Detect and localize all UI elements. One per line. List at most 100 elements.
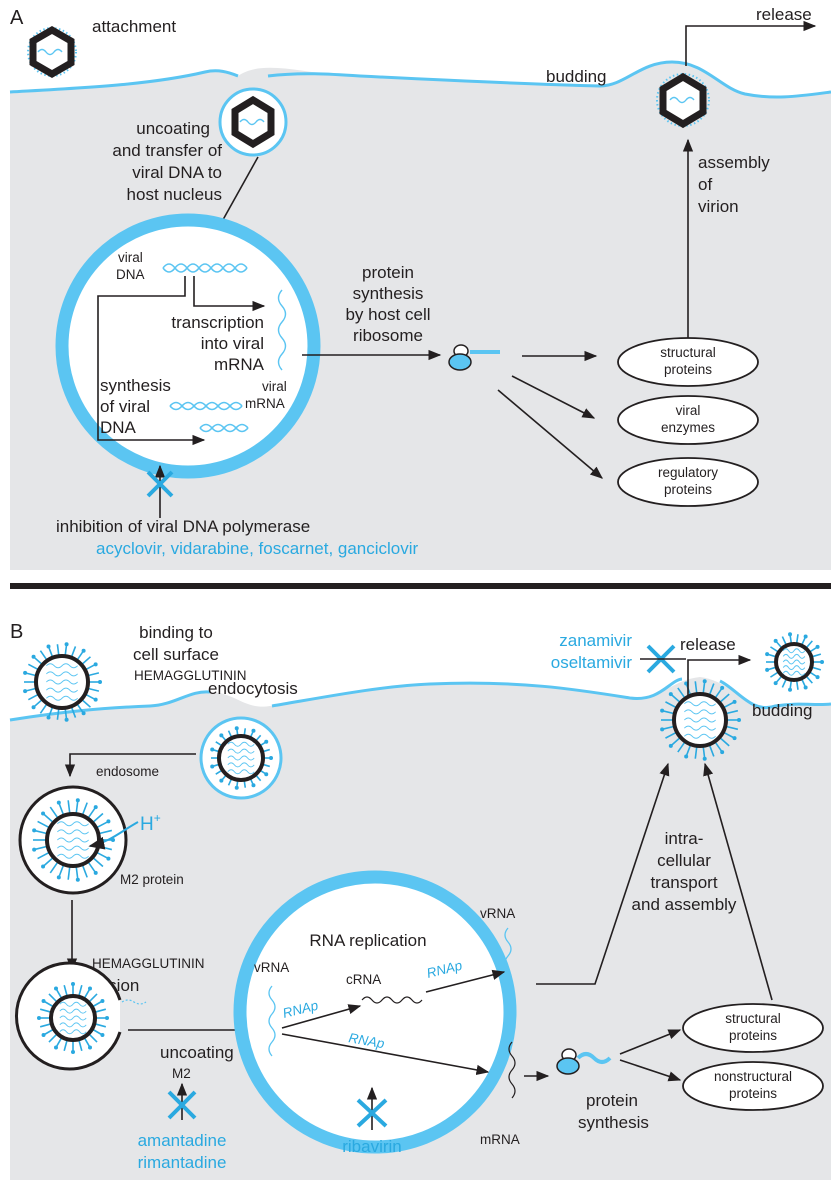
spike-tip — [234, 726, 239, 731]
spike-tip — [81, 648, 86, 653]
amantadine-drugs: amantadine rimantadine — [138, 1131, 227, 1172]
spike — [670, 736, 682, 747]
svg-text:of: of — [698, 175, 712, 194]
spike-tip — [668, 743, 673, 748]
uncoating-vesicle — [218, 87, 288, 157]
endocytosis-vesicle — [199, 716, 283, 800]
spike — [42, 812, 55, 824]
spike-tip — [251, 783, 256, 788]
spike-tip — [820, 660, 824, 664]
spike — [661, 709, 675, 715]
viral-dna-helix — [162, 263, 248, 273]
hemagglutinin-label-1: HEMAGGLUTININ — [134, 668, 247, 683]
spike-tip — [75, 877, 80, 882]
spike-tip — [732, 736, 737, 741]
nonstructural-proteins-b: nonstructural proteins — [682, 1061, 824, 1111]
uncoating-label-b: uncoating — [160, 1043, 234, 1062]
spike — [95, 851, 109, 860]
svg-text:proteins: proteins — [664, 362, 712, 377]
spike — [55, 1036, 63, 1048]
spike-tip — [64, 717, 69, 722]
cell-membrane-a — [9, 60, 831, 99]
protein-synthesis-label: protein synthesis by host cell ribosome — [345, 263, 430, 345]
svg-text:transcription: transcription — [171, 313, 264, 332]
svg-text:proteins: proteins — [729, 1028, 777, 1043]
rna-genome — [59, 1001, 87, 1035]
spike-tip — [54, 1045, 58, 1050]
spike-tip — [219, 733, 224, 738]
spike — [70, 706, 77, 718]
spike — [39, 702, 48, 714]
spike-tip — [81, 711, 86, 716]
spike-tip — [264, 739, 269, 744]
svg-text:synthesis: synthesis — [353, 284, 424, 303]
svg-text:synthesis: synthesis — [578, 1113, 649, 1132]
spike — [677, 740, 686, 753]
spike — [714, 687, 723, 700]
spike — [665, 731, 678, 739]
spike — [87, 993, 98, 1004]
svg-text:transport: transport — [650, 873, 717, 892]
spike-tip — [32, 828, 37, 833]
spike-tip — [803, 685, 808, 690]
released-virion — [765, 632, 824, 692]
spike — [694, 745, 698, 759]
svg-text:DNA: DNA — [100, 418, 137, 437]
svg-text:of viral: of viral — [100, 397, 150, 416]
spike — [702, 681, 706, 695]
spike-tip — [111, 838, 115, 842]
spike-tip — [93, 662, 98, 667]
budding-virion-b — [660, 679, 741, 761]
spike — [91, 812, 104, 824]
rna-genome — [782, 648, 806, 676]
spike — [94, 1008, 107, 1014]
inhibition-cross-ribavirin — [356, 1098, 388, 1128]
svg-text:zanamivir: zanamivir — [559, 631, 632, 650]
spike — [694, 681, 698, 695]
spike — [98, 829, 113, 835]
spike-tip — [684, 754, 689, 759]
binding-virion — [23, 642, 102, 722]
budding-label-b: budding — [752, 701, 813, 720]
spike — [722, 731, 735, 739]
spike — [725, 725, 739, 731]
attachment-label: attachment — [92, 17, 176, 36]
vrna-label-left: vRNA — [254, 960, 289, 975]
inhibition-label: inhibition of viral DNA polymerase — [56, 517, 310, 536]
spike-tip — [23, 670, 28, 675]
spike — [685, 744, 692, 757]
proton-label: H+ — [140, 811, 161, 835]
spike-tip — [46, 644, 51, 649]
svg-text:viral DNA to: viral DNA to — [132, 163, 222, 182]
crna-strand — [361, 996, 423, 1004]
spike-tip — [269, 756, 273, 760]
spike-tip — [46, 715, 51, 720]
spike — [94, 1022, 107, 1028]
spike — [27, 663, 40, 671]
spike — [42, 856, 55, 868]
budding-label-a: budding — [546, 67, 607, 86]
spike — [80, 698, 91, 708]
spike — [708, 683, 715, 696]
structural-proteins-a: structural proteins — [617, 337, 759, 387]
spike — [49, 806, 59, 820]
svg-text:assembly: assembly — [698, 153, 770, 172]
spike — [37, 851, 51, 860]
spike-tip — [732, 699, 737, 704]
svg-text:oseltamivir: oseltamivir — [551, 653, 633, 672]
spike — [83, 1036, 91, 1048]
spike-tip — [234, 785, 239, 790]
spike — [67, 865, 71, 880]
spike — [702, 745, 706, 759]
spike-tip — [210, 764, 215, 769]
intracellular-transport-label: intra- cellular transport and assembly — [632, 829, 737, 914]
replicated-dna-helix — [169, 401, 249, 433]
spike-tip — [54, 986, 58, 991]
spike-tip — [815, 644, 820, 649]
svg-text:binding to: binding to — [139, 623, 213, 642]
spike — [75, 865, 79, 880]
spike — [95, 820, 109, 829]
spike-tip — [765, 652, 770, 657]
spike-tip — [31, 705, 36, 710]
spike-tip — [264, 772, 269, 777]
